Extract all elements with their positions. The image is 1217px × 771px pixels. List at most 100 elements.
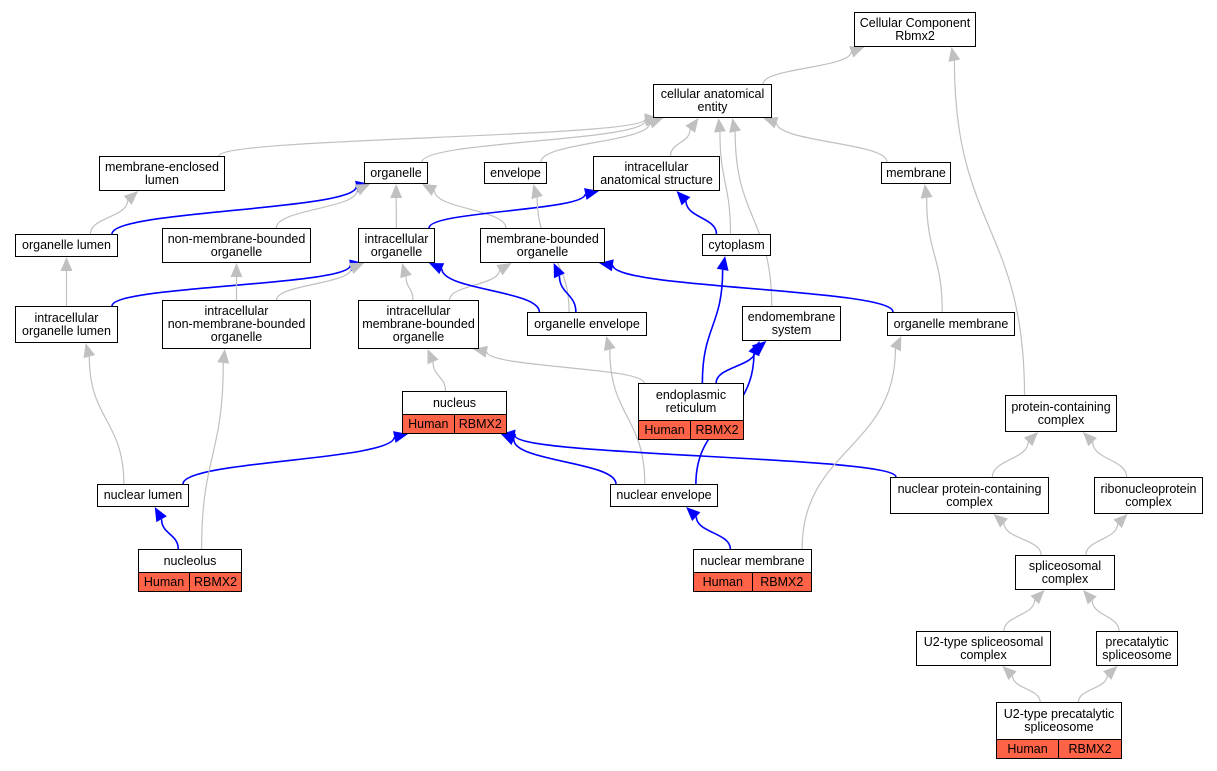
node-endoplasmic-reticulum[interactable]: endoplasmic reticulum bbox=[638, 383, 744, 420]
arrowhead bbox=[849, 46, 865, 58]
arrowhead bbox=[1030, 590, 1045, 605]
node-label: nucleolus bbox=[163, 553, 217, 568]
edge-is-a-spl-to-npcc bbox=[1003, 523, 1042, 556]
edge-is-a-cae-to-cc bbox=[762, 51, 852, 85]
edge-is-a-imbo-to-mbo bbox=[448, 270, 501, 301]
arrowhead bbox=[763, 117, 779, 129]
arrowhead bbox=[686, 507, 701, 521]
edge-is-a-precat-to-spl bbox=[1091, 600, 1120, 632]
arrowhead bbox=[501, 429, 516, 442]
arrowhead bbox=[60, 257, 73, 271]
arrowhead bbox=[83, 343, 96, 359]
node-cytoplasm[interactable]: cytoplasm bbox=[702, 234, 771, 256]
node-u2-type-precatalytic-spliceosome[interactable]: U2-type precatalytic spliceosome bbox=[996, 702, 1122, 739]
arrowhead bbox=[354, 184, 370, 196]
edge-part-of-nenv-to-nucleus bbox=[513, 439, 617, 485]
organism-cell[interactable]: Human bbox=[403, 415, 455, 433]
node-cellular-component-rbmx2[interactable]: Cellular Component Rbmx2 bbox=[854, 12, 976, 47]
organism-cell[interactable]: Human bbox=[997, 740, 1060, 758]
node-label: intracellular organelle bbox=[364, 231, 429, 259]
node-intracellular-anatomical-structure[interactable]: intracellular anatomical structure bbox=[593, 156, 720, 191]
node-organelle[interactable]: organelle bbox=[364, 162, 428, 184]
arrowhead bbox=[217, 349, 230, 364]
edge-is-a-u2-to-spl bbox=[1003, 599, 1036, 632]
node-intracellular-organelle-lumen[interactable]: intracellular organelle lumen bbox=[15, 306, 118, 343]
node-intracellular-membrane-bounded-organelle[interactable]: intracellular membrane-bounded organelle bbox=[358, 300, 479, 349]
gene-cell[interactable]: RBMX2 bbox=[190, 573, 241, 591]
edge-is-a-organelle-to-cae bbox=[421, 120, 646, 163]
node-label: nucleus bbox=[432, 395, 477, 410]
node-nuclear-envelope[interactable]: nuclear envelope bbox=[610, 484, 718, 507]
edge-part-of-ol-to-organelle bbox=[111, 186, 358, 235]
node-organelle-lumen[interactable]: organelle lumen bbox=[15, 234, 118, 257]
gene-cell[interactable]: RBMX2 bbox=[1059, 740, 1121, 758]
node-label: organelle envelope bbox=[534, 316, 640, 331]
node-label: non-membrane-bounded organelle bbox=[167, 231, 306, 259]
node-label: membrane bbox=[886, 165, 946, 180]
node-label: nuclear protein-containing complex bbox=[897, 481, 1042, 509]
node-label: nuclear envelope bbox=[616, 488, 712, 502]
node-u2-type-spliceosomal-complex[interactable]: U2-type spliceosomal complex bbox=[916, 631, 1051, 666]
node-intracellular-organelle[interactable]: intracellular organelle bbox=[358, 228, 435, 263]
node-cellular-anatomical-entity[interactable]: cellular anatomical entity bbox=[653, 84, 772, 118]
edge-is-a-npcc-to-pcc bbox=[991, 441, 1029, 478]
arrowhead bbox=[531, 184, 543, 200]
edge-is-a-mbo-to-organelle bbox=[433, 190, 507, 229]
edge-is-a-nenv-to-oenv bbox=[609, 349, 646, 485]
node-protein-containing-complex[interactable]: protein-containing complex bbox=[1005, 395, 1117, 432]
node-membrane-enclosed-lumen[interactable]: membrane-enclosed lumen bbox=[99, 156, 225, 191]
node-non-membrane-bounded-organelle[interactable]: non-membrane-bounded organelle bbox=[162, 228, 311, 263]
arrowhead bbox=[123, 191, 139, 205]
edge-layer bbox=[60, 46, 1128, 703]
edge-part-of-er-to-endo bbox=[715, 349, 757, 384]
edge-is-a-mel-to-cae bbox=[218, 118, 646, 157]
arrowhead bbox=[553, 263, 565, 279]
arrowhead bbox=[1023, 432, 1039, 447]
node-nucleolus[interactable]: nucleolus bbox=[138, 549, 242, 572]
gene-cell[interactable]: RBMX2 bbox=[454, 415, 506, 433]
arrowhead bbox=[1103, 666, 1118, 680]
node-label: precatalytic spliceosome bbox=[1102, 634, 1172, 662]
organism-cell[interactable]: Human bbox=[694, 573, 753, 591]
node-label: cytoplasm bbox=[708, 237, 765, 252]
node-membrane[interactable]: membrane bbox=[881, 162, 951, 184]
edge-part-of-nmem-to-nenv bbox=[695, 516, 732, 550]
node-intracellular-non-membrane-bounded-organelle[interactable]: intracellular non-membrane-bounded organ… bbox=[162, 300, 311, 349]
edge-part-of-oenv-to-mbo bbox=[558, 275, 577, 313]
node-membrane-bounded-organelle[interactable]: membrane-bounded organelle bbox=[480, 228, 605, 263]
arrowhead bbox=[920, 184, 933, 199]
arrowhead bbox=[348, 262, 364, 274]
gene-cell[interactable]: RBMX2 bbox=[752, 573, 811, 591]
edge-is-a-ol-to-mel bbox=[89, 200, 129, 235]
organism-cell[interactable]: Human bbox=[139, 573, 191, 591]
gene-cell[interactable]: RBMX2 bbox=[691, 421, 743, 439]
node-envelope[interactable]: envelope bbox=[484, 162, 547, 184]
edge-is-a-imbo-to-io bbox=[405, 276, 414, 301]
arrowhead bbox=[648, 117, 664, 129]
node-label: endomembrane system bbox=[747, 309, 836, 337]
organism-cell[interactable]: Human bbox=[639, 421, 692, 439]
node-nuclear-membrane[interactable]: nuclear membrane bbox=[693, 549, 812, 572]
node-nuclear-lumen[interactable]: nuclear lumen bbox=[97, 484, 189, 507]
node-precatalytic-spliceosome[interactable]: precatalytic spliceosome bbox=[1096, 631, 1178, 666]
arrowhead bbox=[729, 118, 742, 133]
arrowhead bbox=[429, 263, 445, 275]
node-ribonucleoprotein-complex[interactable]: ribonucleoprotein complex bbox=[1094, 477, 1203, 514]
edge-is-a-spl-to-rnp bbox=[1085, 523, 1119, 556]
node-organelle-membrane[interactable]: organelle membrane bbox=[887, 312, 1015, 336]
node-organelle-envelope[interactable]: organelle envelope bbox=[527, 312, 647, 336]
arrowhead bbox=[716, 256, 729, 271]
node-spliceosomal-complex[interactable]: spliceosomal complex bbox=[1015, 555, 1115, 590]
node-label: intracellular membrane-bounded organelle bbox=[362, 304, 475, 344]
node-label: U2-type precatalytic spliceosome bbox=[1003, 707, 1115, 734]
node-nucleus[interactable]: nucleus bbox=[402, 391, 507, 414]
node-nuclear-protein-containing-complex[interactable]: nuclear protein-containing complex bbox=[890, 477, 1049, 514]
edge-is-a-nucleolus-to-inmbo bbox=[201, 362, 224, 550]
node-endomembrane-system[interactable]: endomembrane system bbox=[742, 306, 841, 341]
node-label: ribonucleoprotein complex bbox=[1100, 481, 1197, 509]
